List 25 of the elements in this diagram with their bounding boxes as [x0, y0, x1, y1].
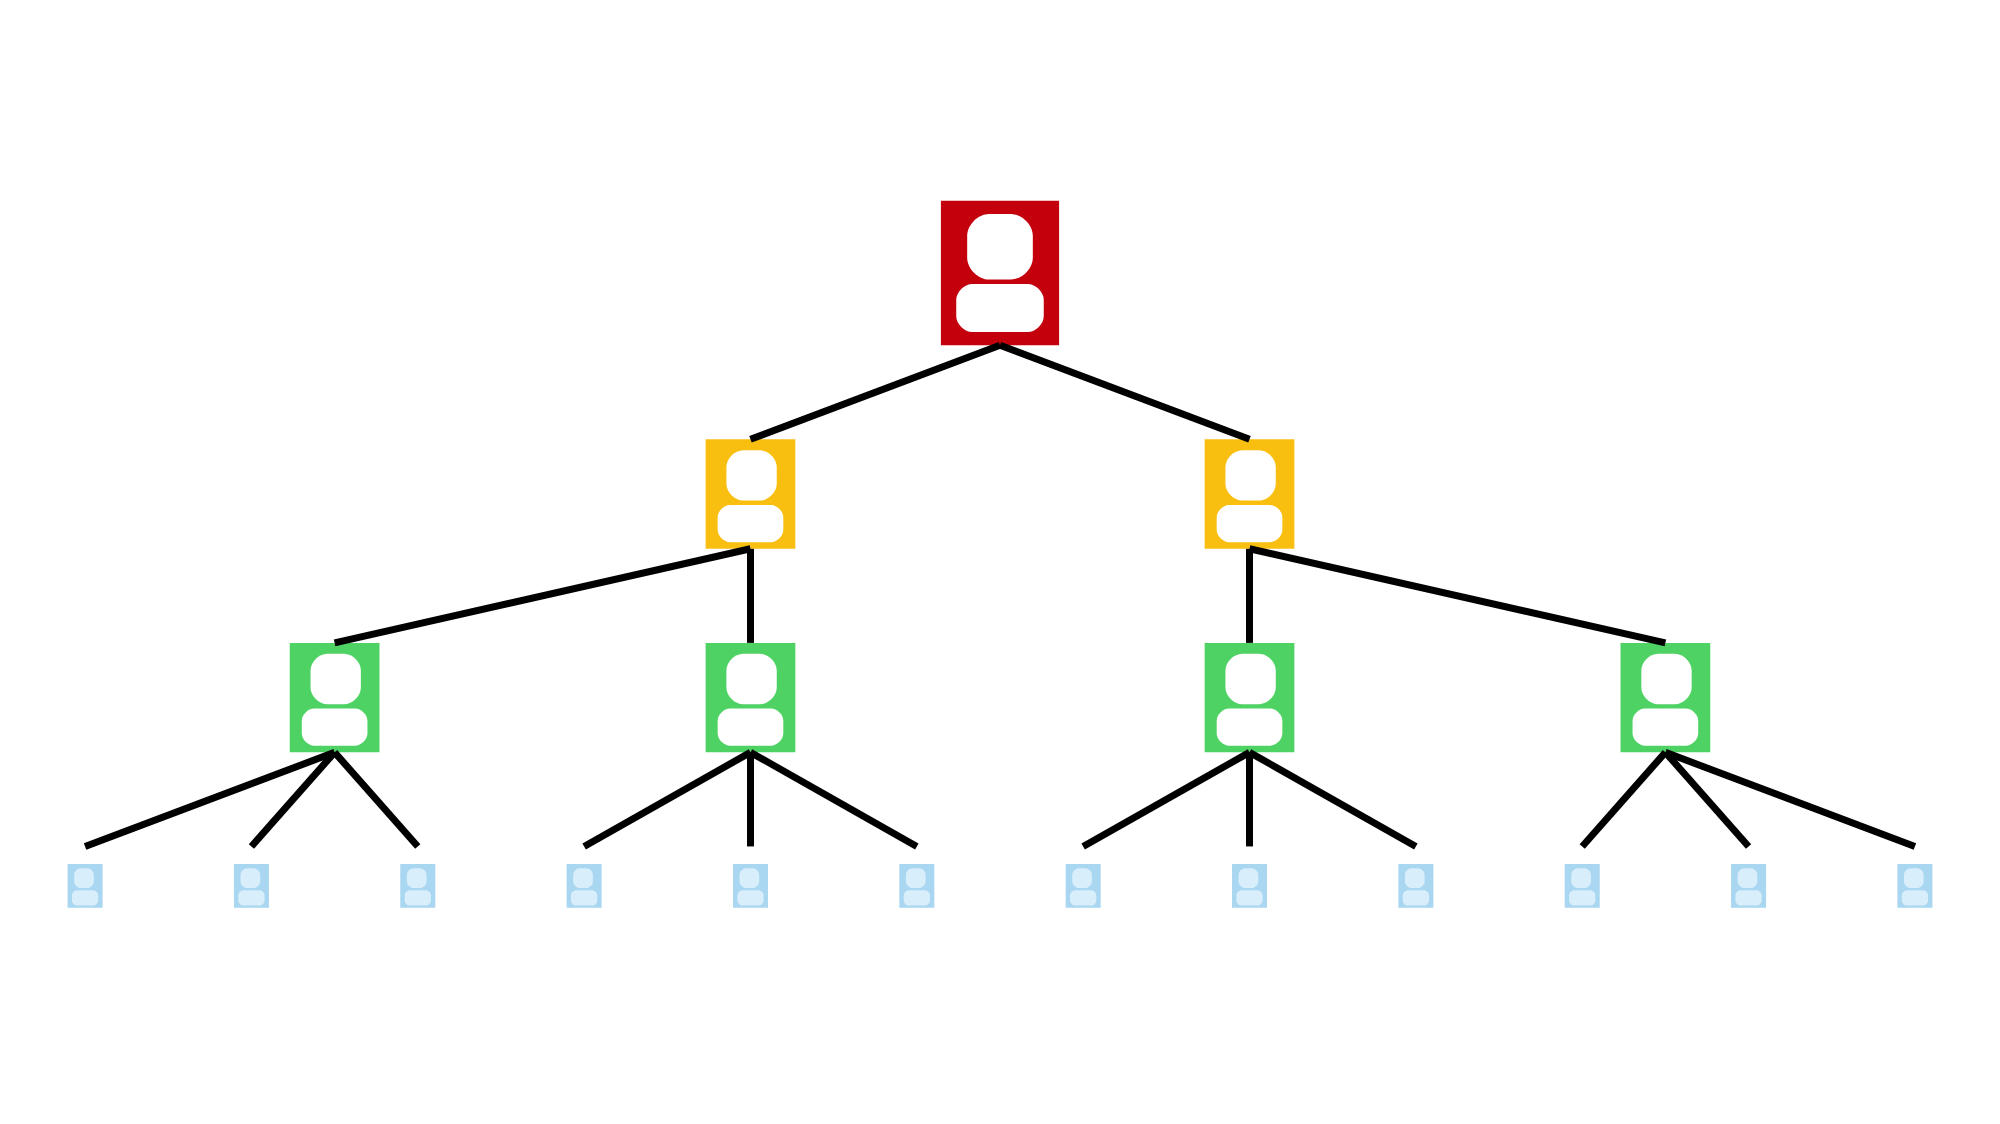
node-person	[940, 199, 1060, 345]
connector	[1662, 749, 1752, 848]
connector	[333, 544, 752, 646]
connector	[332, 749, 421, 848]
connector	[1246, 547, 1253, 642]
connector	[83, 748, 336, 849]
connector	[1664, 748, 1917, 849]
node-person	[1204, 641, 1295, 752]
node-person	[289, 641, 380, 752]
connector	[1246, 751, 1253, 846]
connector	[749, 340, 1002, 442]
connector	[1081, 748, 1252, 849]
node-person	[1204, 438, 1295, 548]
node-person	[705, 641, 796, 752]
connector	[1247, 748, 1418, 849]
node-person	[705, 438, 796, 548]
connector	[1579, 749, 1668, 848]
connector	[748, 748, 919, 849]
connector	[747, 547, 754, 642]
connector	[1248, 544, 1667, 646]
connector	[747, 751, 754, 846]
connector	[248, 749, 338, 848]
connector	[998, 340, 1251, 442]
connector	[582, 748, 753, 849]
node-person	[1620, 641, 1711, 752]
